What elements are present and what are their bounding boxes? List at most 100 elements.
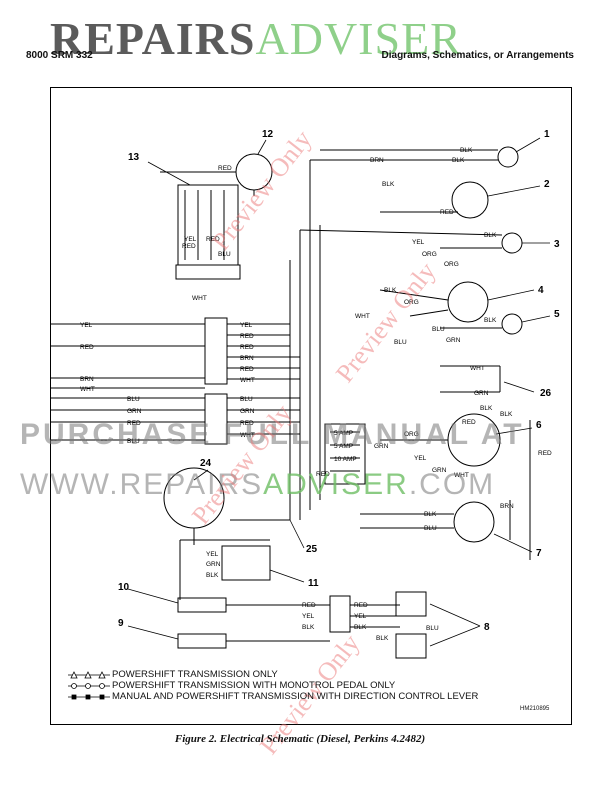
wire-label-misc: ORG	[444, 261, 459, 268]
wire-label-misc: RED	[316, 471, 330, 478]
watermark-url-part1: WWW.REPAIRS	[20, 468, 264, 501]
fuse-label-2: 5 AMP	[334, 443, 353, 450]
wire-label-misc: WHT	[355, 313, 370, 320]
wire-label-misc: BLK	[480, 405, 493, 412]
callout-11: 11	[308, 578, 319, 589]
wire-label-misc: BLU	[432, 326, 445, 333]
wire-label-left-red: RED	[80, 344, 94, 351]
watermark-logo: REPAIRSADVISER	[50, 12, 462, 65]
wire-label-misc: GRN	[446, 337, 461, 344]
wire-label-conn-red-3: RED	[240, 366, 254, 373]
wire-label-conn-red-4: RED	[240, 420, 254, 427]
schematic-frame	[50, 87, 572, 725]
wire-label-misc: WHT	[454, 472, 469, 479]
watermark-brand-part2: ADVISER	[255, 13, 462, 64]
wire-label-misc: GRN	[206, 561, 221, 568]
wire-label-misc: BLK	[302, 624, 315, 631]
wire-label-misc: RED	[182, 243, 196, 250]
callout-2: 2	[544, 179, 550, 190]
wire-label-misc: GRN	[474, 390, 489, 397]
legend-line-symbols	[68, 671, 110, 700]
callout-26: 26	[540, 388, 552, 399]
wire-label-left-blu: BLU	[127, 396, 140, 403]
wire-label-misc: RED	[354, 602, 368, 609]
callout-5: 5	[554, 309, 560, 320]
wire-label-misc: YEL	[206, 551, 219, 558]
wire-label-misc: BLK	[424, 511, 437, 518]
wire-label-misc: YEL	[412, 239, 425, 246]
wire-label-misc: BLK	[382, 181, 395, 188]
wire-label-conn-grn: GRN	[240, 408, 255, 415]
wire-label-misc: RED	[218, 165, 232, 172]
callout-12: 12	[262, 129, 274, 140]
wire-label-left-yel: YEL	[80, 322, 93, 329]
wire-label-misc: ORG	[404, 299, 419, 306]
wire-label-conn-yel: YEL	[240, 322, 253, 329]
fuse-label-1: 5 AMP	[334, 430, 353, 437]
wire-label-left-brn: BRN	[80, 376, 94, 383]
wire-label-misc: YEL	[302, 613, 315, 620]
wire-label-misc: BLU	[424, 525, 437, 532]
wire-label-misc: BLK	[384, 287, 397, 294]
wire-label-misc: BLK	[452, 157, 465, 164]
document-code: 8000 SRM 332	[26, 50, 93, 61]
watermark-url-part3: .COM	[408, 468, 496, 501]
wire-label-misc: BLK	[484, 317, 497, 324]
wire-label-misc: BLK	[376, 635, 389, 642]
wire-label-misc: RED	[440, 209, 454, 216]
fuse-label-3: 10 AMP	[334, 456, 357, 463]
wire-label-misc: BLU	[426, 625, 439, 632]
callout-25: 25	[306, 544, 318, 555]
wire-label-conn-red-2: RED	[240, 344, 254, 351]
wire-label-misc: BLK	[484, 232, 497, 239]
callout-9: 9	[118, 618, 124, 629]
wire-label-misc: BLK	[500, 411, 513, 418]
legend-item: POWERSHIFT TRANSMISSION WITH MONOTROL PE…	[112, 680, 396, 691]
wire-label-misc: GRN	[432, 467, 447, 474]
wire-label-conn-wht: WHT	[240, 377, 255, 384]
wire-label-misc: WHT	[470, 365, 485, 372]
legend: POWERSHIFT TRANSMISSION ONLY POWERSHIFT …	[112, 669, 478, 702]
wire-label-conn-red: RED	[240, 333, 254, 340]
callout-13: 13	[128, 152, 140, 163]
callout-24: 24	[200, 458, 212, 469]
wire-label-left-grn: GRN	[127, 408, 142, 415]
callout-1: 1	[544, 129, 550, 140]
callout-7: 7	[536, 548, 542, 559]
wire-label-misc: RED	[206, 236, 220, 243]
wire-label-left-blu-2: BLU	[127, 438, 140, 445]
wire-label-misc: RED	[302, 602, 316, 609]
wire-label-conn-blu: BLU	[240, 396, 253, 403]
watermark-url-part2: ADVISER	[263, 468, 409, 501]
wire-label-misc: ORG	[404, 431, 419, 438]
wire-label-misc: YEL	[414, 455, 427, 462]
wire-label-conn-brn: BRN	[240, 355, 254, 362]
wire-label-left-red-2: RED	[127, 420, 141, 427]
wire-label-left-wht: WHT	[80, 386, 95, 393]
wire-label-misc: GRN	[374, 443, 389, 450]
legend-item: MANUAL AND POWERSHIFT TRANSMISSION WITH …	[112, 691, 479, 702]
wire-label-misc: BLK	[206, 572, 219, 579]
callout-10: 10	[118, 582, 130, 593]
legend-item: POWERSHIFT TRANSMISSION ONLY	[112, 669, 278, 680]
wire-label-misc: BLU	[394, 339, 407, 346]
watermark-purchase-text: PURCHASE FULL MANUAL AT	[20, 418, 525, 451]
callout-8: 8	[484, 622, 490, 633]
wire-label-misc: WHT	[192, 295, 207, 302]
callout-3: 3	[554, 239, 560, 250]
callout-6: 6	[536, 420, 542, 431]
watermark-url: WWW.REPAIRSADVISER.COM	[20, 468, 495, 502]
wire-label-conn-wht-2: WHT	[240, 432, 255, 439]
wire-label-misc: BRN	[370, 157, 384, 164]
wire-label-misc: ORG	[422, 251, 437, 258]
wire-label-misc: RED	[462, 419, 476, 426]
callout-4: 4	[538, 285, 544, 296]
wire-label-misc: YEL	[184, 236, 197, 243]
figure-caption: Figure 2. Electrical Schematic (Diesel, …	[174, 733, 426, 745]
watermark-brand-part1: REPAIRS	[50, 13, 256, 64]
wire-label-misc: BLU	[218, 251, 231, 258]
drawing-code: HM210895	[520, 706, 550, 712]
wire-label-misc: YEL	[354, 613, 367, 620]
wire-label-misc: RED	[538, 450, 552, 457]
